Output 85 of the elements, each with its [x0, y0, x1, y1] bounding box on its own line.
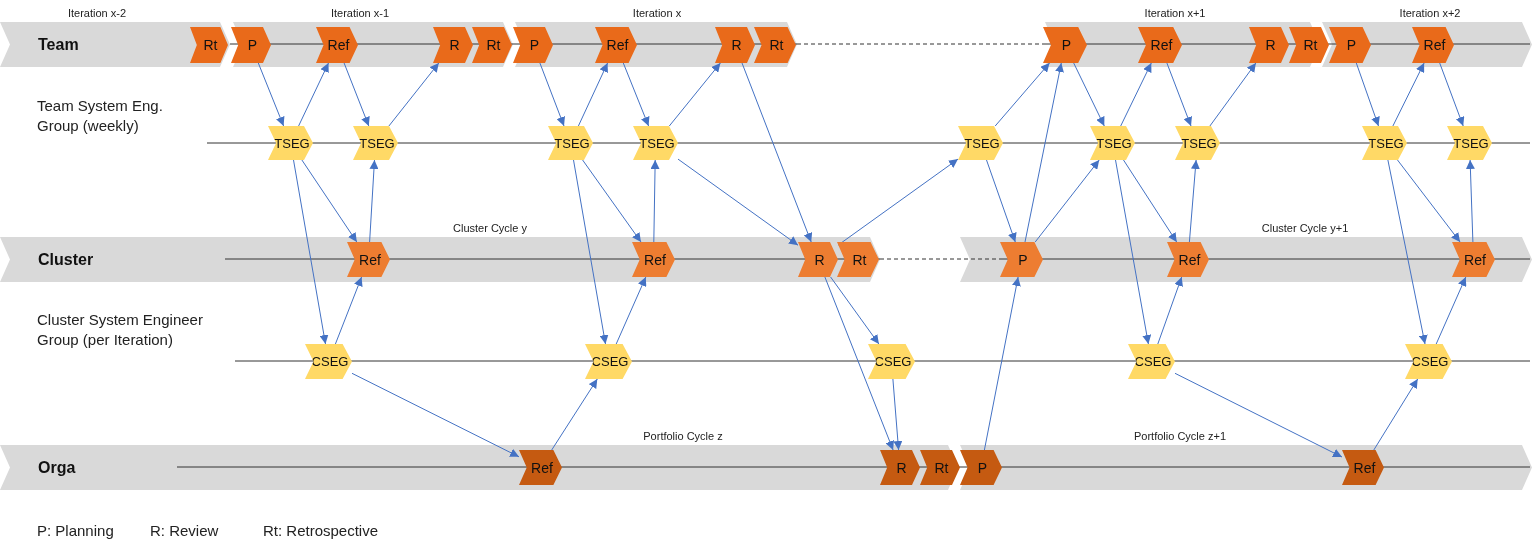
band-heading: Cluster Cycle y+1: [1261, 221, 1349, 235]
arrow: [892, 378, 903, 451]
arrow: [677, 158, 799, 246]
chevron-step: TSEG: [958, 126, 1003, 160]
arrow: [1387, 159, 1428, 345]
arrow: [1157, 276, 1183, 345]
arrow: [615, 276, 647, 345]
chevron-step: CSEG: [1128, 344, 1175, 379]
arrow: [539, 62, 565, 127]
chevron-step: TSEG: [1090, 126, 1135, 160]
chevron-step: TSEG: [1447, 126, 1492, 160]
arrow: [369, 159, 379, 243]
arrow: [1209, 62, 1257, 127]
arrow: [1123, 159, 1178, 243]
arrow: [257, 62, 285, 127]
lane-name: Orga: [38, 459, 76, 477]
lane-label: Cluster System Engineer Group (per Iteration): [37, 310, 204, 350]
arrow: [830, 276, 880, 345]
arrow: [301, 159, 358, 243]
arrow: [983, 276, 1021, 451]
chevron-step: TSEG: [1175, 126, 1220, 160]
arrow: [622, 62, 650, 127]
arrow: [334, 276, 363, 345]
chevron-step: Rt: [754, 27, 796, 63]
band-heading: Portfolio Cycle z: [643, 429, 723, 443]
band-heading: Portfolio Cycle z+1: [1134, 429, 1226, 443]
arrow: [1166, 62, 1192, 127]
arrow: [994, 62, 1050, 127]
arrow: [388, 62, 440, 127]
chevron-step: P: [231, 27, 271, 63]
legend-text: P: Planning: [37, 521, 115, 541]
arrow: [1355, 62, 1380, 127]
arrow: [1174, 372, 1343, 458]
arrow: [986, 159, 1017, 243]
arrow: [1188, 159, 1200, 243]
arrow: [650, 159, 660, 243]
arrow: [1397, 159, 1461, 243]
band-heading: Iteration x-2: [67, 6, 127, 20]
chevron-step: Rt: [837, 242, 879, 277]
chevron-step: TSEG: [1362, 126, 1407, 160]
chevron-step: CSEG: [585, 344, 632, 379]
arrow: [1465, 159, 1475, 243]
band-heading: Iteration x: [632, 6, 682, 20]
chevron-step: CSEG: [868, 344, 915, 379]
arrow: [1073, 62, 1105, 127]
chevron-step: TSEG: [548, 126, 593, 160]
legend-text: R: Review: [150, 521, 220, 541]
band-heading: Iteration x+2: [1399, 6, 1461, 20]
chevron-step: P: [960, 450, 1002, 485]
arrow: [293, 159, 329, 345]
band-heading: Cluster Cycle y: [453, 221, 527, 235]
band-heading: Iteration x+1: [1144, 6, 1206, 20]
arrow: [824, 276, 894, 451]
arrow: [1392, 62, 1425, 127]
lane-name: Team: [38, 36, 79, 54]
arrow: [1439, 62, 1465, 127]
arrow: [1373, 378, 1419, 451]
arrow: [1120, 62, 1152, 127]
arrow: [343, 62, 370, 127]
chevron-step: Rt: [920, 450, 960, 485]
arrow: [1024, 62, 1064, 243]
arrow: [741, 62, 813, 243]
arrow: [582, 159, 642, 243]
arrow: [573, 159, 609, 345]
lane-name: Cluster: [38, 251, 94, 269]
chevron-step: P: [1043, 27, 1087, 63]
arrow: [577, 62, 609, 127]
band-heading: Iteration x-1: [330, 6, 390, 20]
arrow: [551, 378, 598, 451]
legend-text: Rt: Retrospective: [263, 521, 380, 541]
chevron-step: CSEG: [1405, 344, 1452, 379]
chevron-step: Rt: [472, 27, 512, 63]
lane-label: Team System Eng. Group (weekly): [37, 96, 164, 136]
arrow: [1115, 159, 1152, 345]
chevron-step: TSEG: [268, 126, 313, 160]
arrow: [1435, 276, 1467, 345]
arrow: [1034, 159, 1100, 243]
arrow: [351, 372, 520, 458]
chevron-step: CSEG: [305, 344, 352, 379]
chevron-step: P: [513, 27, 553, 63]
arrow: [298, 62, 329, 127]
arrow: [668, 62, 721, 127]
chevron-step: TSEG: [633, 126, 678, 160]
chevron-step: TSEG: [353, 126, 398, 160]
chevron-step: Rt: [190, 27, 228, 63]
